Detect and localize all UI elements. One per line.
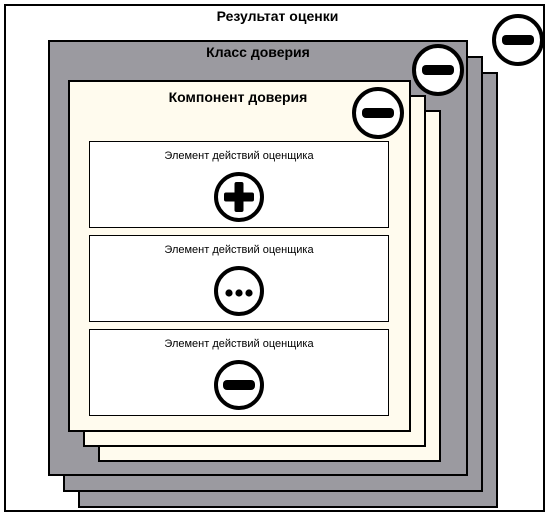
assessment-result-title: Результат оценки	[216, 8, 339, 24]
trust-component-title: Компонент доверия	[168, 89, 308, 105]
plus-circle-icon	[214, 172, 264, 222]
evaluator-element-3: Элемент действий оценщика	[89, 329, 389, 416]
trust-class-title: Класс доверия	[206, 44, 310, 60]
evaluator-element-label: Элемент действий оценщика	[164, 150, 314, 162]
trust-component-minus-icon	[352, 87, 404, 139]
evaluator-element-label: Элемент действий оценщика	[164, 244, 314, 256]
evaluator-element-2: Элемент действий оценщика	[89, 235, 389, 322]
minus-circle-icon	[214, 360, 264, 410]
assessment-result-minus-icon	[492, 14, 544, 66]
evaluator-element-1: Элемент действий оценщика	[89, 141, 389, 228]
evaluator-element-label: Элемент действий оценщика	[164, 338, 314, 350]
ellipsis-circle-icon	[214, 266, 264, 316]
trust-class-minus-icon	[412, 44, 464, 96]
